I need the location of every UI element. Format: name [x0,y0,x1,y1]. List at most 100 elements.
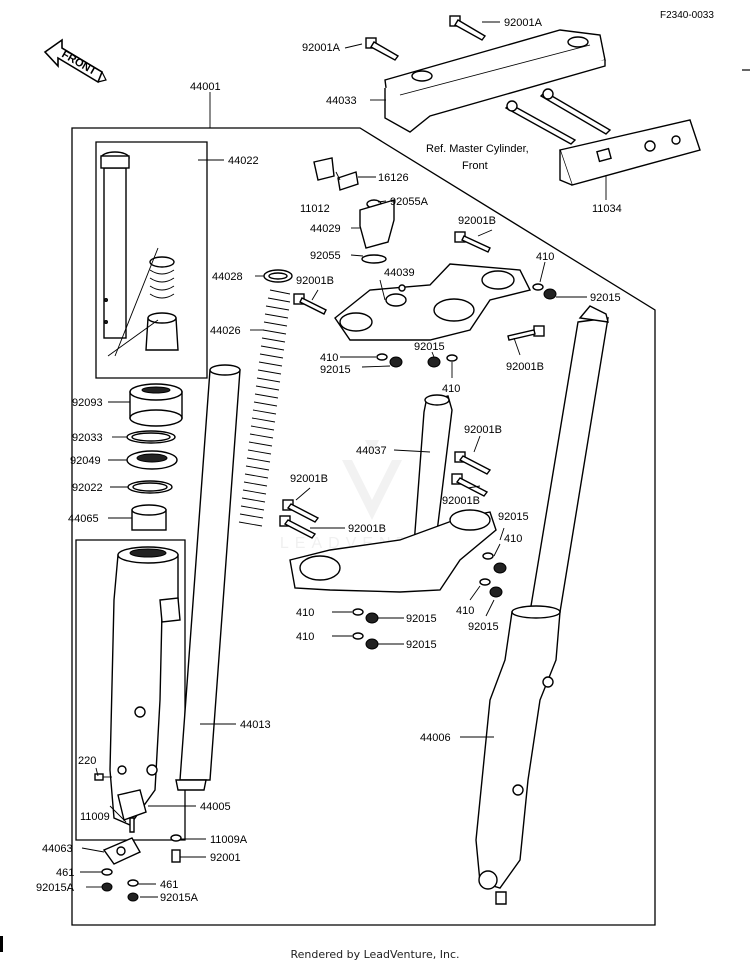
upper-triple-clamp-44039 [334,263,532,341]
clamp-11034 [504,88,701,186]
left-edge-mark [0,936,3,952]
leader-lines [80,21,607,898]
washer-11009A [170,834,182,842]
steering-stem-44037 [289,394,497,593]
bolt-92001B-upper-b [293,293,327,315]
label-92015-lower-b: 92015 [468,621,499,633]
label-11009A: 11009A [210,834,248,846]
bolt-92001B-stem-a [454,451,492,475]
washer-461-a [101,868,113,876]
slide-bushing-92093 [129,383,183,427]
bolt-92001B-upper-c [507,325,545,341]
nut-92015A-b [127,892,139,902]
label-92001B-upper-c: 92001B [506,361,544,373]
label-461-a: 461 [56,867,74,879]
oil-seal-92049 [126,450,178,470]
label-92015-mid: 92015 [320,364,351,376]
o-ring-92055 [361,254,387,264]
label-92015-lower-a: 92015 [498,511,529,523]
label-410-lower-a: 410 [504,533,522,545]
label-44063: 44063 [42,843,73,855]
bolt-92001B-stem-c [282,499,320,523]
label-410-mid: 410 [320,352,338,364]
label-92015A-b: 92015A [160,892,199,904]
bolt-92001B-upper-a [454,231,491,253]
label-92015A-a: 92015A [36,882,75,894]
label-16126: 16126 [378,172,409,184]
label-92001B-stem-b: 92001B [442,495,480,507]
washer-92033 [126,430,176,444]
label-11009: 11009 [80,811,110,823]
label-11034: 11034 [592,203,622,215]
nut-92015A-a [101,882,113,892]
label-410-lower-d: 410 [296,631,314,643]
washer-410-mid [376,353,388,361]
nut-92015-upper [543,288,557,300]
label-44026: 44026 [210,325,241,337]
reference-note-line1: Ref. Master Cylinder, [426,143,529,155]
outer-tube-44005 [109,546,181,826]
stud-11009 [129,817,135,833]
label-92022: 92022 [72,482,103,494]
nut-92015-lower-a [493,562,507,574]
inner-box-44005 [75,539,186,841]
label-92093: 92093 [72,397,103,409]
nut-92015-lower-c [365,612,379,624]
label-410-lower-c: 410 [296,607,314,619]
label-220: 220 [78,755,96,767]
fork-spring-44026 [238,289,291,527]
front-arrow-icon: FRONT [43,38,107,84]
bolt-92001B-stem-b [451,473,489,497]
label-410-lower-b: 410 [456,605,474,617]
label-92015-upper: 92015 [590,292,621,304]
inner-box-44022 [95,141,208,379]
label-92015-lower-d: 92015 [406,639,437,651]
label-44039: 44039 [384,267,415,279]
bolt-220 [94,773,112,781]
label-410-center: 410 [442,383,460,395]
label-44022: 44022 [228,155,259,167]
label-92001B-upper-b: 92001B [296,275,334,287]
label-44028: 44028 [212,271,243,283]
figure-code: F2340-0033 [660,10,714,21]
nut-92015-center [427,354,458,368]
air-valve-cap-11012 [313,157,335,181]
spring-seat-44028 [263,269,293,283]
label-92015-center: 92015 [414,341,445,353]
washer-410-lower-a [482,552,494,560]
label-92015-lower-c: 92015 [406,613,437,625]
label-410-upper: 410 [536,251,554,263]
fork-cap-bolt-44029 [359,199,395,249]
label-92001: 92001 [210,852,241,864]
label-92055A: 92055A [390,196,429,208]
washer-410-lower-b [479,578,491,586]
label-44037: 44037 [356,445,387,457]
label-44005: 44005 [200,801,231,813]
label-92001B-stem-c: 92001B [290,473,328,485]
label-92055: 92055 [310,250,341,262]
handlebar-bracket-44033 [384,29,606,133]
reference-note-line2: Front [462,160,488,172]
main-assembly-frame [71,127,656,926]
label-92001A-left: 92001A [302,42,341,54]
axle-clamp-44063 [102,837,141,865]
label-92033: 92033 [72,432,103,444]
bolt-92001A-top [449,15,487,41]
label-92001B-stem-a: 92001B [464,424,502,436]
label-11012: 11012 [300,203,330,215]
circlip-92022 [127,480,173,494]
label-92001B-upper-a: 92001B [458,215,496,227]
washer-461-b [127,879,139,887]
collar-44065 [131,504,167,531]
nut-92015-lower-d [365,638,379,650]
label-44065: 44065 [68,513,99,525]
label-44033: 44033 [326,95,357,107]
air-valve-16126 [337,171,359,191]
washer-410-upper [532,283,544,291]
label-44006: 44006 [420,732,451,744]
fork-assembly-44006 [475,305,609,905]
nut-92015-lower-b [489,586,503,598]
bolt-92001A-left [365,37,400,61]
washer-410-lower-d [352,632,364,640]
